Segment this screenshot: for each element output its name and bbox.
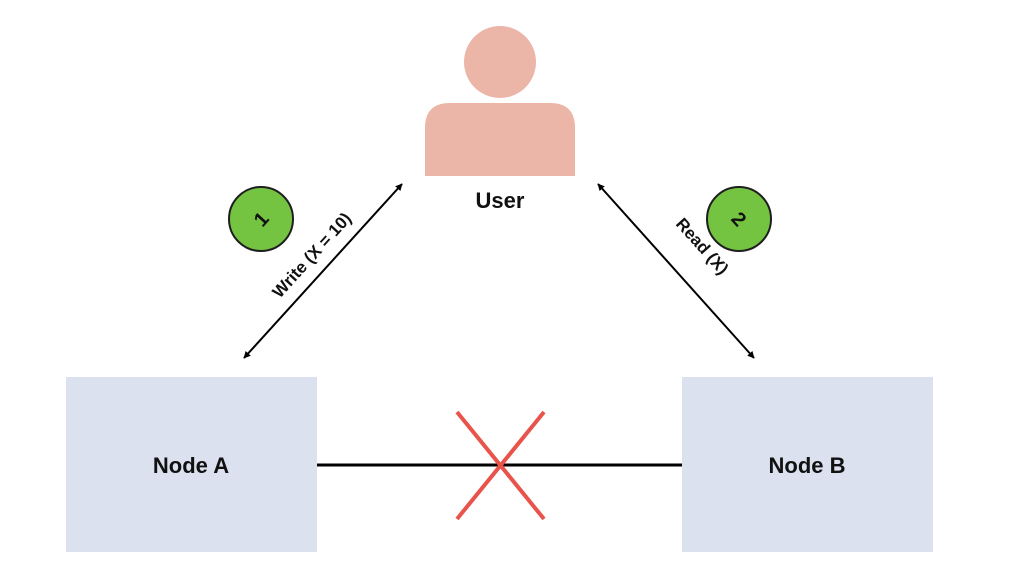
x-mark-stroke xyxy=(455,410,546,521)
node-a-label: Node A xyxy=(153,453,229,478)
step-2-badge: 2 xyxy=(706,186,772,252)
step-1-badge-circle xyxy=(228,186,294,252)
x-mark-icon xyxy=(455,410,546,521)
user-icon-head xyxy=(464,26,536,98)
node-b: Node B xyxy=(682,377,933,552)
read-arrow xyxy=(597,183,755,359)
step-1: Write (X = 10) 1 xyxy=(228,183,403,359)
node-b-box xyxy=(682,377,933,552)
user-icon-body xyxy=(425,103,575,176)
node-b-label: Node B xyxy=(769,453,846,478)
user-label: User xyxy=(476,188,525,213)
node-a: Node A xyxy=(66,377,317,552)
step-2-badge-circle xyxy=(706,186,772,252)
step-1-badge: 1 xyxy=(228,186,294,252)
step-2: Read (X) 2 xyxy=(597,183,772,359)
write-arrow xyxy=(243,183,403,359)
user-icon xyxy=(425,26,575,176)
node-a-box xyxy=(66,377,317,552)
user: User xyxy=(425,26,575,213)
